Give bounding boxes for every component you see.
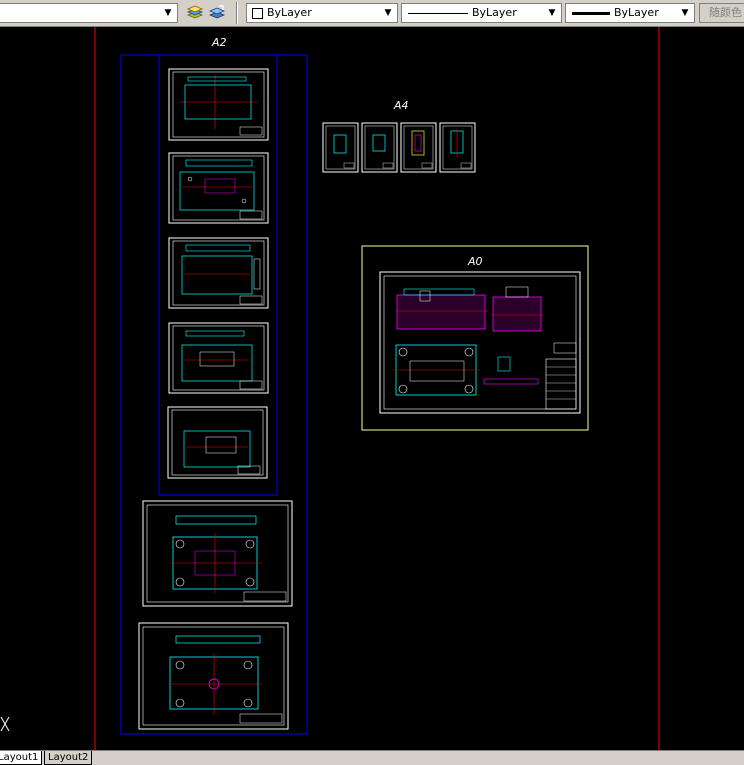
tab-layout2[interactable]: Layout2 (44, 751, 93, 765)
drawing-area[interactable]: A2 (0, 27, 744, 750)
a2-sheet-5[interactable] (167, 406, 268, 479)
a2-outer-frame (120, 54, 308, 735)
lineweight-preview-line (572, 12, 610, 15)
chevron-down-icon[interactable]: ▼ (548, 8, 556, 18)
layer-states-icon[interactable] (185, 3, 205, 23)
properties-toolbar: ▼ ByLayer ▼ ByLayer ▼ ByLayer ▼ 随颜色 (0, 0, 744, 27)
plotstyle-combo[interactable]: 随颜色 (699, 3, 744, 23)
a4-sheet-2[interactable] (361, 122, 398, 173)
tab-layout1[interactable]: Layout1 (0, 751, 43, 765)
a0-sheet[interactable] (379, 271, 581, 414)
a2-sheet-1[interactable] (168, 68, 269, 141)
a2-sheet-2[interactable] (168, 152, 269, 224)
a4-sheet-3[interactable] (400, 122, 437, 173)
model-space-canvas[interactable]: A2 (0, 27, 744, 750)
a2-inner-frame (158, 54, 278, 496)
a4-sheet-4[interactable] (439, 122, 476, 173)
chevron-down-icon[interactable]: ▼ (384, 8, 392, 18)
color-combo[interactable]: ByLayer ▼ (246, 3, 398, 23)
chevron-down-icon[interactable]: ▼ (681, 8, 689, 18)
a2-sheet-4[interactable] (168, 322, 269, 394)
color-combo-label: ByLayer (267, 6, 312, 19)
a2-label: A2 (211, 36, 227, 49)
a2-sheet-6[interactable] (142, 500, 293, 607)
a2-sheet-3[interactable] (168, 237, 269, 309)
chevron-down-icon[interactable]: ▼ (164, 8, 172, 18)
lineweight-combo-label: ByLayer (614, 6, 659, 19)
a2-sheet-7[interactable] (138, 622, 289, 730)
color-swatch-icon (252, 8, 263, 19)
layout-tab-bar: Layout1 Layout2 (0, 750, 744, 765)
layer-previous-icon[interactable] (207, 3, 227, 23)
a0-outer-frame (361, 245, 589, 431)
layer-combo[interactable]: ▼ (0, 3, 178, 23)
a4-label: A4 (393, 99, 409, 112)
a4-sheet-1[interactable] (322, 122, 359, 173)
lineweight-combo[interactable]: ByLayer ▼ (565, 3, 695, 23)
plotstyle-combo-label: 随颜色 (709, 6, 742, 19)
ucs-icon (0, 716, 10, 732)
linetype-preview-line (408, 13, 468, 14)
linetype-combo-label: ByLayer (472, 6, 517, 19)
linetype-combo[interactable]: ByLayer ▼ (401, 3, 562, 23)
a0-label: A0 (467, 255, 483, 268)
toolbar-separator (236, 2, 238, 24)
